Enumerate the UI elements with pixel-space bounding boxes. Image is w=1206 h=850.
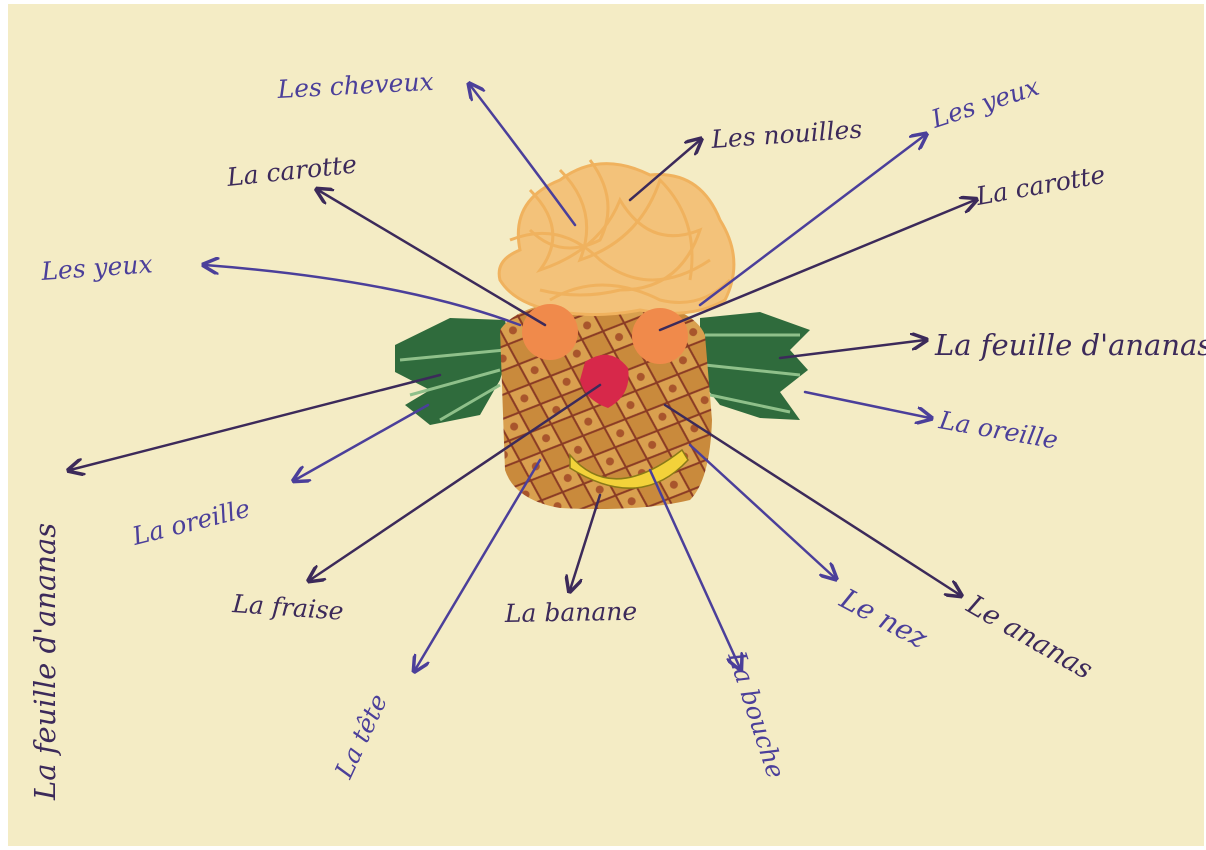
right-carrot-eye-image [632,308,688,364]
label-la-feuille-right: La feuille d'ananas [934,328,1206,362]
label-la-banane: La banane [504,597,638,628]
label-la-feuille-left: La feuille d'ananas [28,523,62,801]
left-carrot-eye-image [522,304,578,360]
